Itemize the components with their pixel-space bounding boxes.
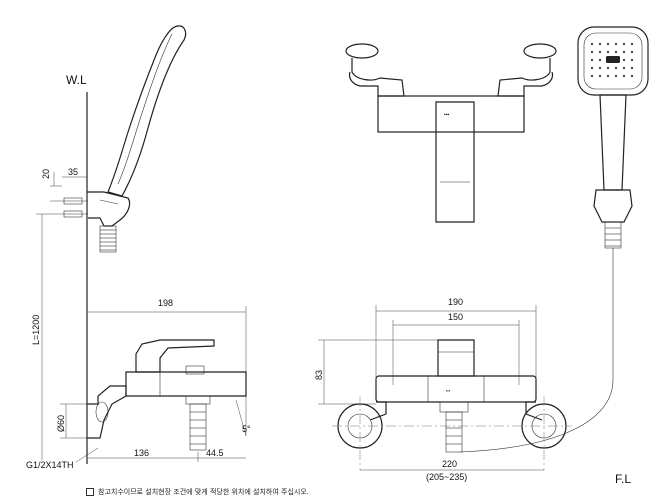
wall-line-label: W.L [66,73,87,87]
front-body-upper [377,95,525,133]
dim-198: 198 [158,298,173,308]
front-lever-upper [435,101,475,223]
front-lever-lower [437,339,475,377]
front-view-upper: ▪▪▪ [345,43,557,223]
brand-mark: ▪▪▪ [444,112,450,118]
hand-shower-front [459,26,649,453]
installation-note: 참고치수이므로 설치현장 조건에 맞게 적당한 위치에 설치하여 주십시오. [86,487,309,497]
shower-logo [606,56,620,63]
dim-44-5: 44.5 [206,448,224,458]
thread-label: G1/2X14TH [26,460,74,470]
shower-hose [459,248,614,453]
note-checkbox-icon [86,488,94,496]
shower-handle [599,94,627,191]
front-view-lower: 190 150 83 ▪▪▪ [314,297,631,486]
side-view-holder: W.L 20 35 [31,25,187,464]
dim-83: 83 [314,370,324,380]
front-body-lower [375,375,537,403]
dim-150: 150 [448,312,463,322]
dim-190: 190 [448,297,463,307]
side-view-mixer: 198 5° Ø60 G1/2X14TH [26,298,251,470]
shower-nozzles [590,42,634,78]
hose-stub-front [604,221,622,249]
dim-35: 35 [68,167,78,177]
dim-l1200: L=1200 [31,315,41,345]
lever-side [135,339,215,373]
outlet-side [185,395,211,451]
right-handle-top [523,43,557,59]
left-valve [348,58,405,97]
dim-20: 20 [41,169,51,179]
wall-screws [62,197,88,218]
dim-205-235: (205~235) [426,472,467,482]
left-handle-top [345,43,379,59]
floor-line-label: F.L [615,472,631,486]
body-marking: ▪▪▪ [446,388,451,393]
s-connector-side [87,385,127,439]
dim-220: 220 [442,459,457,469]
dim-phi60: Ø60 [56,415,66,432]
hand-shower-side [107,25,187,197]
installation-note-text: 참고치수이므로 설치현장 조건에 맞게 적당한 위치에 설치하여 주십시오. [98,488,309,496]
knob-side [185,365,205,375]
holder-bracket [87,191,131,227]
right-valve [497,58,554,97]
dim-136: 136 [134,448,149,458]
dim-angle-5: 5° [242,424,251,434]
outlet-front [439,401,469,453]
hose-stub-side [99,225,117,253]
mixer-body-side [125,371,247,397]
shower-holder-front [593,189,633,223]
